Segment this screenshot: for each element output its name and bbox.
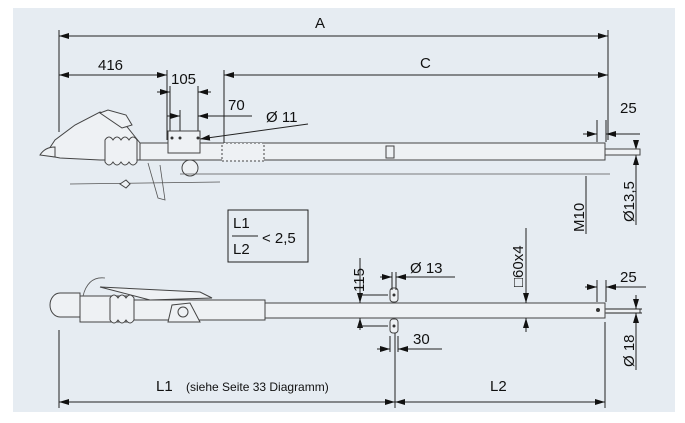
ratio-condition: < 2,5 — [262, 230, 296, 247]
dim-d13-5-label: Ø13,5 — [621, 181, 638, 222]
dim-a-label: A — [315, 15, 325, 32]
dim-25-top-label: 25 — [620, 100, 637, 117]
dim-115-label: 115 — [351, 268, 368, 292]
top-dimensions: A 416 C 105 70 Ø 11 25 M10 Ø13,5 — [58, 15, 640, 234]
dim-d18-label: Ø 18 — [621, 334, 638, 367]
bottom-dimensions: 115 Ø 13 □60x4 25 Ø 18 30 L1 (siehe Seit… — [58, 228, 646, 408]
dim-l2-label: L2 — [490, 378, 507, 395]
dim-70-label: 70 — [228, 97, 245, 114]
dim-d11-label: Ø 11 — [266, 109, 297, 126]
bottom-view-coupling — [49, 277, 641, 334]
ratio-denominator: L2 — [233, 241, 250, 258]
dim-c-label: C — [420, 55, 431, 72]
dim-30-label: 30 — [413, 331, 430, 348]
top-view-coupling — [39, 109, 641, 201]
dim-105-label: 105 — [171, 71, 196, 88]
dim-416-label: 416 — [98, 57, 123, 74]
dim-25-bottom-label: 25 — [620, 269, 637, 286]
dim-d13-label: Ø 13 — [410, 260, 443, 277]
dim-l1-note: (siehe Seite 33 Diagramm) — [186, 380, 329, 394]
dim-l1-label: L1 — [156, 378, 173, 395]
ratio-box: L1 L2 < 2,5 — [227, 209, 309, 263]
dim-square-tube-label: □60x4 — [510, 245, 527, 287]
ratio-numerator: L1 — [233, 215, 250, 232]
dim-m10-label: M10 — [571, 203, 588, 232]
